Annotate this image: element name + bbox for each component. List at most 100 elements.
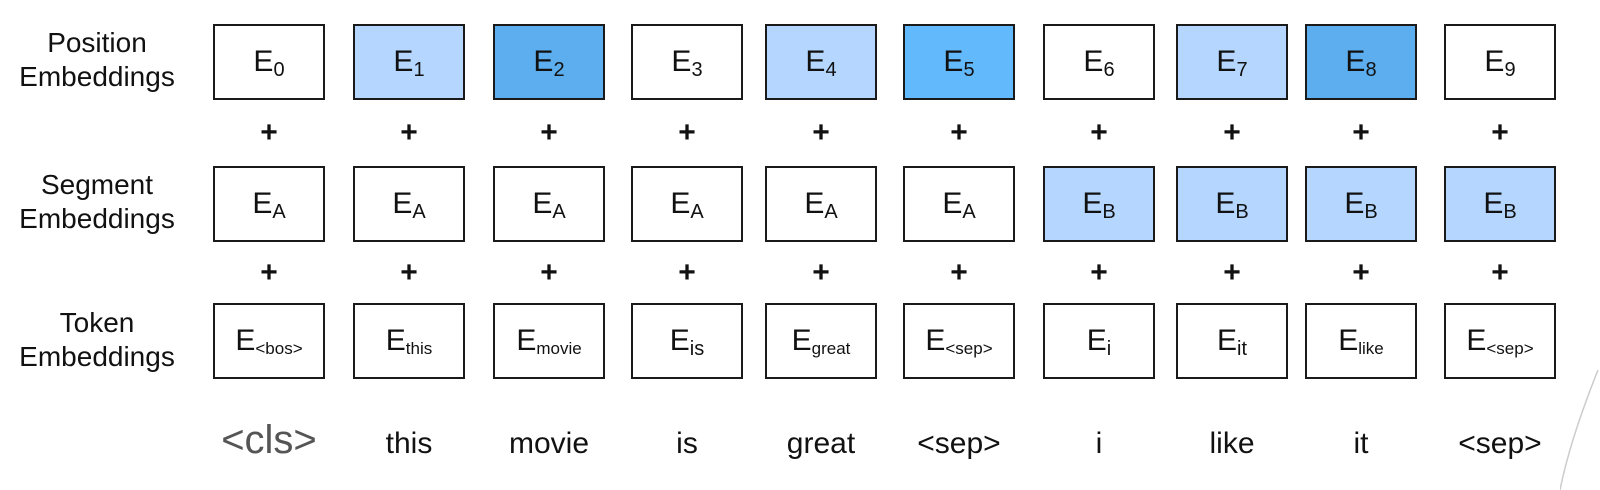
plus-sign: + [540,116,558,149]
embedding-symbol: E [1216,45,1237,78]
embedding-subscript: 3 [691,58,703,81]
embedding-subscript: B [1503,200,1517,223]
corner-arc-decoration [1560,370,1599,490]
embedding-symbol: E [1083,45,1104,78]
embedding-symbol: E [533,45,554,78]
input-token: movie [508,427,590,460]
embedding-subscript: A [552,200,566,223]
token-label-line: Embeddings [19,341,175,372]
plus-sign: + [1352,256,1370,289]
embedding-subscript: <bos> [255,339,303,358]
plus-sign: + [540,256,558,289]
embedding-symbol: E [925,324,946,357]
plus-sign: + [1090,116,1108,149]
token-embedding-box: E<sep> [1444,303,1556,379]
embedding-subscript: B [1102,200,1116,223]
embedding-subscript: <sep> [945,339,993,358]
embedding-subscript: like [1358,339,1384,358]
embedding-subscript: 7 [1236,58,1248,81]
plus-sign: + [678,256,696,289]
plus-sign: + [812,256,830,289]
plus-sign: + [1352,116,1370,149]
input-token: <sep> [917,427,1001,460]
embedding-subscript: A [690,200,704,223]
embedding-symbol: E [392,187,413,220]
embedding-subscript: 2 [553,58,565,81]
plus-sign: + [950,256,968,289]
token-embedding-box: E<bos> [213,303,325,379]
input-token: this [385,427,433,460]
input-token: it [1353,427,1369,460]
embedding-symbol: E [1216,324,1237,357]
embedding-symbol: E [1215,187,1236,220]
plus-sign: + [260,256,278,289]
embedding-symbol: E [791,324,812,357]
embedding-subscript: A [824,200,838,223]
embedding-symbol: E [669,324,690,357]
embedding-symbol: E [942,187,963,220]
plus-sign: + [1223,256,1241,289]
embedding-subscript: movie [536,339,582,358]
embedding-subscript: 6 [1103,58,1115,81]
embedding-symbol: E [805,45,826,78]
position-label-line: Embeddings [19,61,175,92]
embedding-symbol: E [1484,45,1505,78]
segment-label-line: Embeddings [19,203,175,234]
plus-sign: + [1223,116,1241,149]
plus-sign: + [400,116,418,149]
embedding-subscript: 9 [1504,58,1516,81]
plus-sign: + [812,116,830,149]
plus-sign: + [950,116,968,149]
embedding-symbol: E [1483,187,1504,220]
embedding-symbol: E [1344,187,1365,220]
embedding-symbol: E [393,45,414,78]
embedding-subscript: <sep> [1486,339,1534,358]
segment-label-line: Segment [40,169,154,200]
embedding-subscript: 1 [413,58,425,81]
plus-sign: + [260,116,278,149]
embedding-symbol: E [385,324,406,357]
embedding-subscript: 8 [1365,58,1377,81]
embedding-symbol: E [671,45,692,78]
embedding-subscript: 4 [825,58,837,81]
input-token: great [786,427,856,460]
embedding-subscript: A [272,200,286,223]
token-embedding-box: E<sep> [903,303,1015,379]
embedding-symbol: E [1086,324,1107,357]
embedding-symbol: E [1466,324,1487,357]
embedding-subscript: B [1364,200,1378,223]
embedding-subscript: this [405,339,433,358]
embedding-subscript: 5 [963,58,975,81]
input-token: i [1095,427,1103,460]
embedding-symbol: E [1345,45,1366,78]
embedding-subscript: 0 [273,58,285,81]
embedding-symbol: E [804,187,825,220]
embedding-subscript: A [962,200,976,223]
embedding-symbol: E [516,324,537,357]
token-label-line: Token [59,307,135,338]
plus-sign: + [678,116,696,149]
